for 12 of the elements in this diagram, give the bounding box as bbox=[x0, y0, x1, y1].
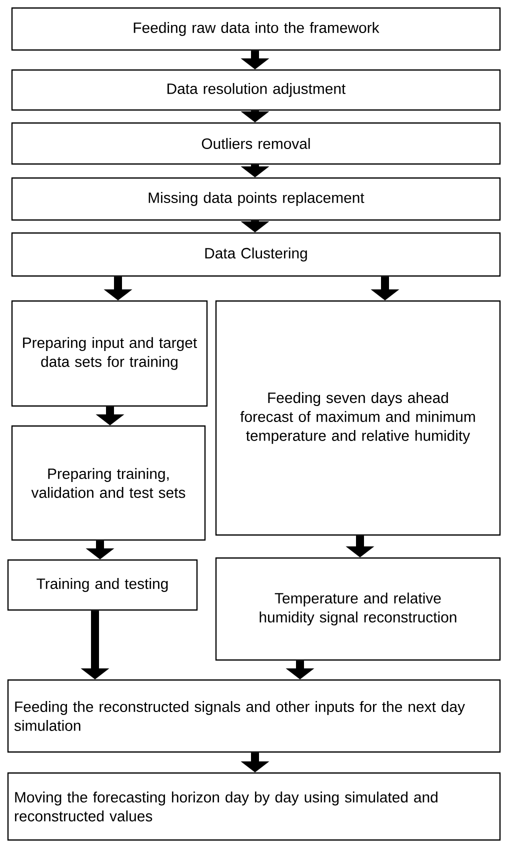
process-box: Training and testing bbox=[7, 559, 198, 611]
process-box: Feeding seven days ahead forecast of maximum and minimum temperature and relative humidity bbox=[215, 300, 501, 536]
process-box: Moving the forecasting horizon day by day using simulated and reconstructed values bbox=[7, 772, 501, 841]
process-box: Feeding raw data into the framework bbox=[11, 7, 501, 51]
process-box: Preparing input and target data sets for training bbox=[11, 300, 208, 407]
process-box: Temperature and relative humidity signal reconstruction bbox=[215, 557, 501, 661]
process-box: Missing data points replacement bbox=[11, 177, 501, 221]
process-box: Data Clustering bbox=[11, 232, 501, 277]
process-box: Preparing training, validation and test sets bbox=[11, 425, 206, 541]
process-box: Outliers removal bbox=[11, 122, 501, 165]
process-box: Data resolution adjustment bbox=[11, 69, 501, 111]
process-box: Feeding the reconstructed signals and other inputs for the next day simulation bbox=[7, 679, 501, 753]
